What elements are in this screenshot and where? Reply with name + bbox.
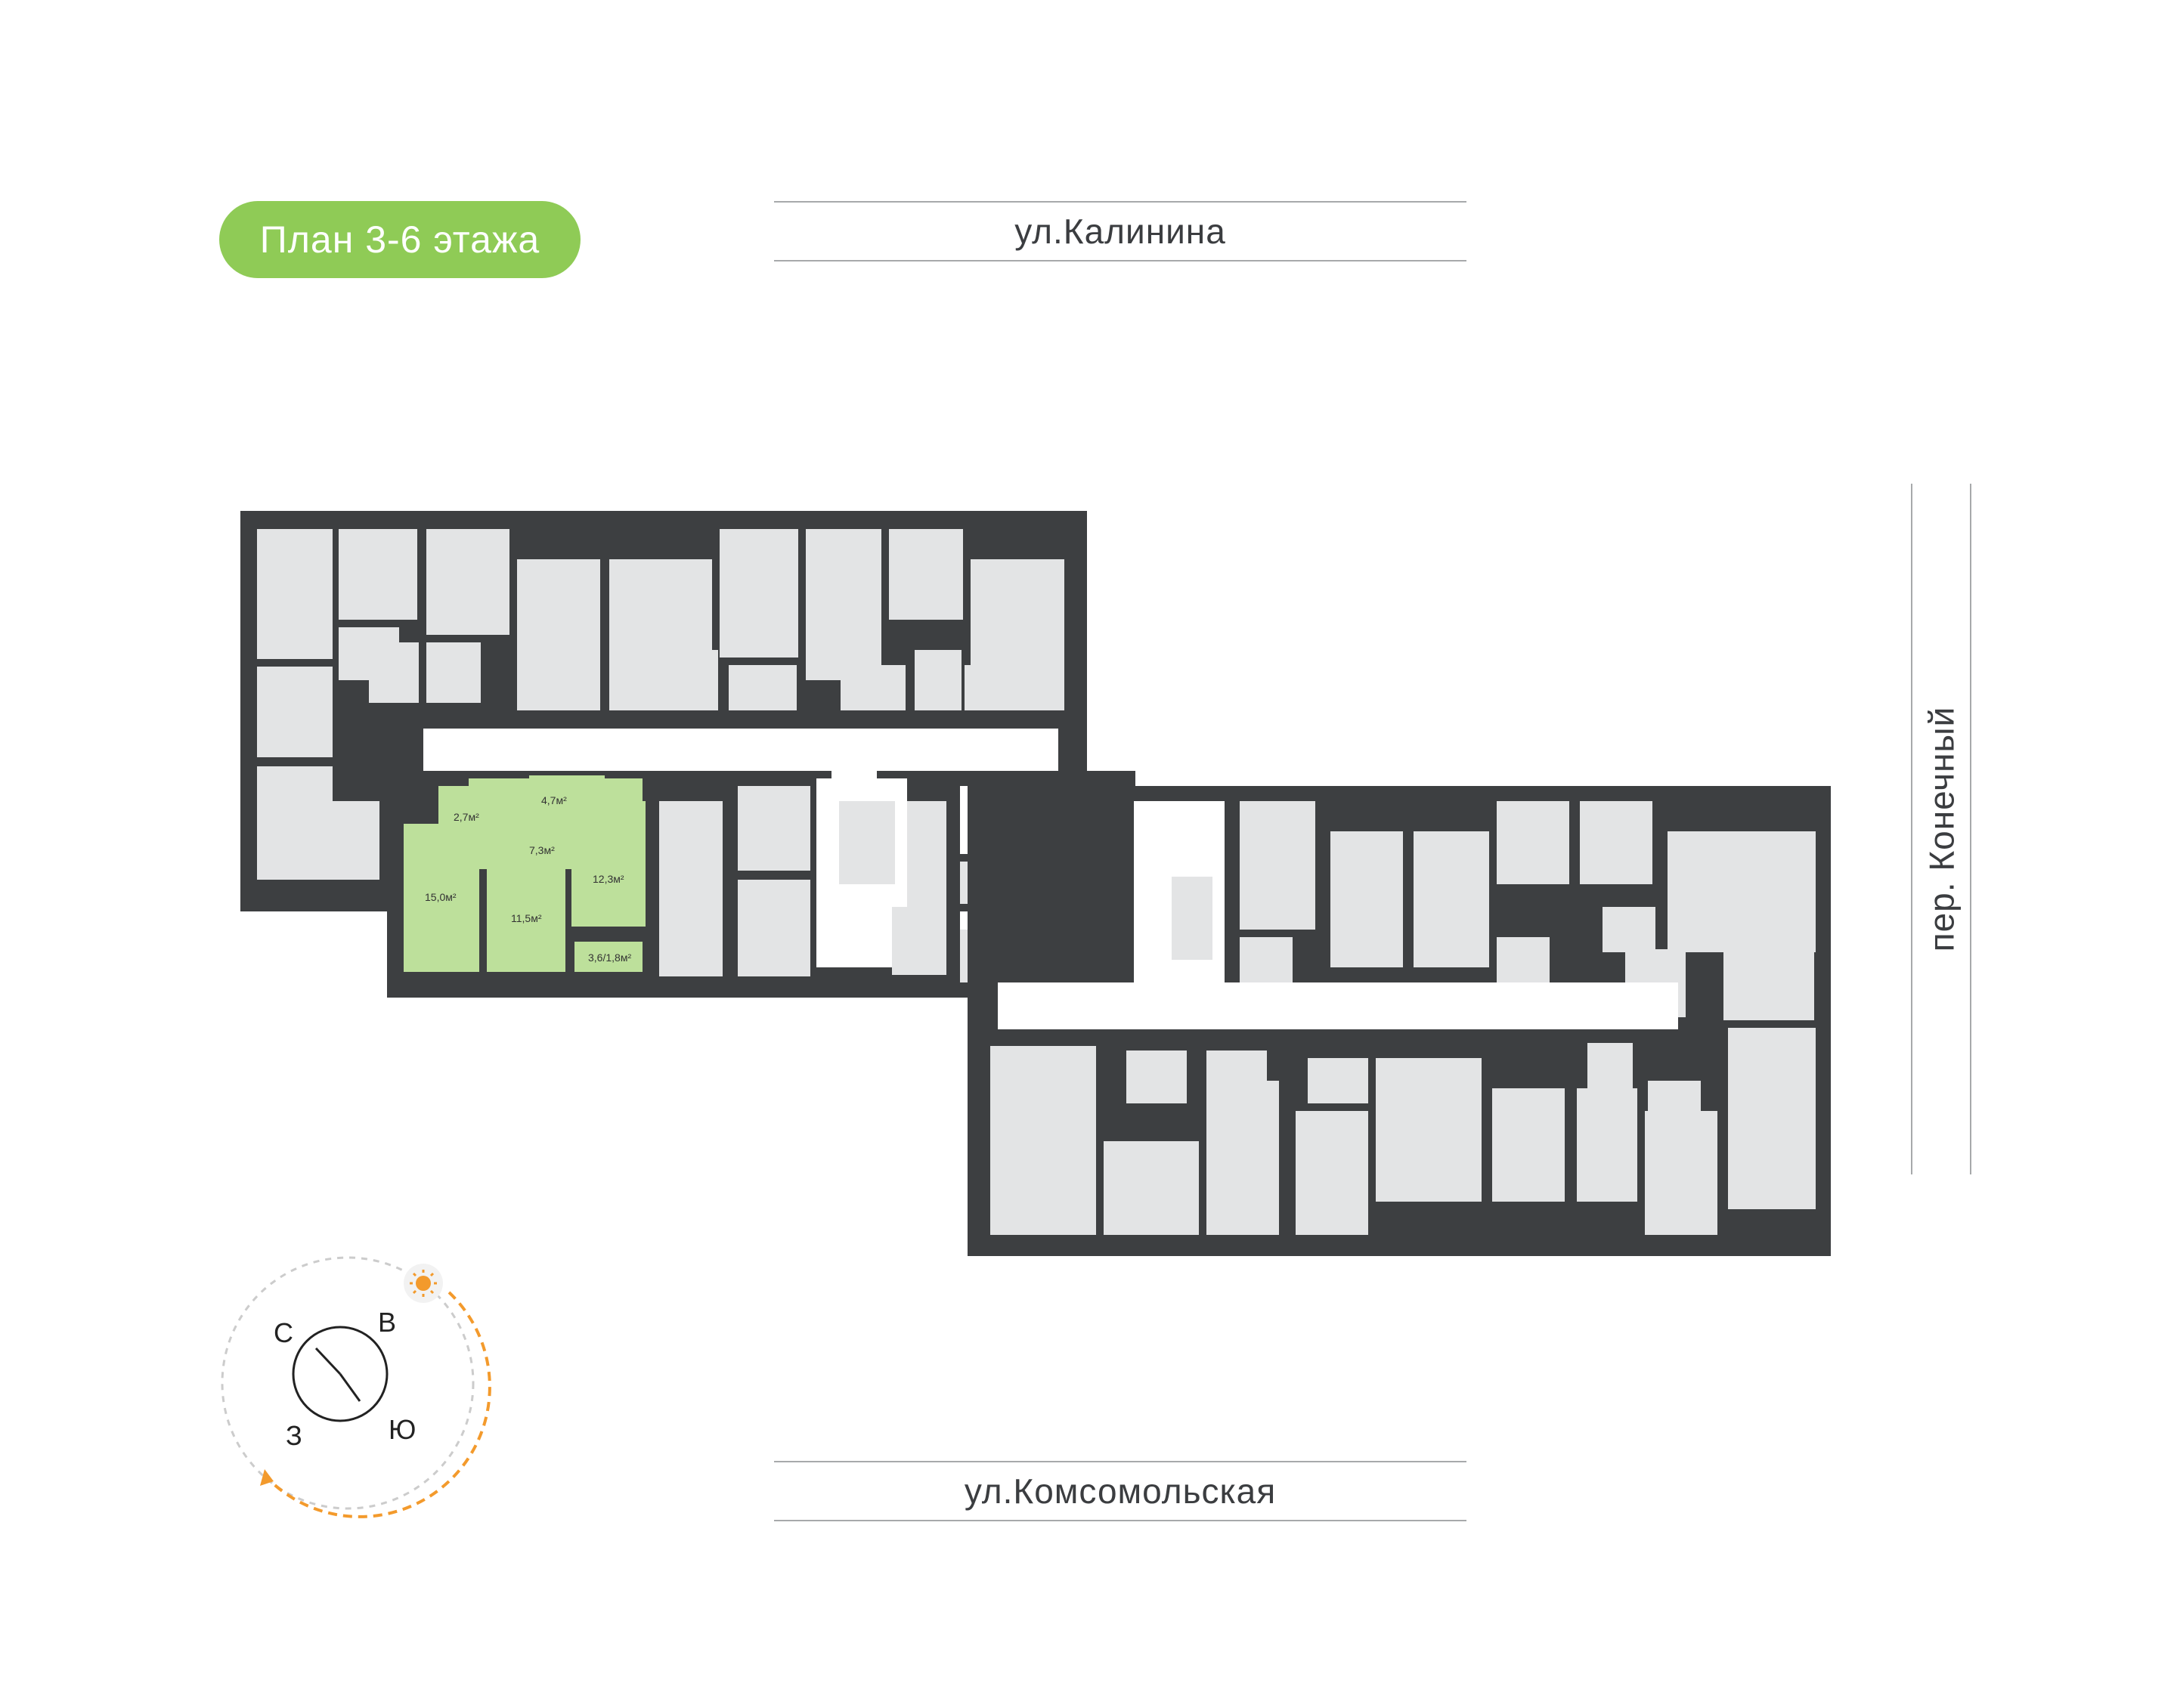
hall-area: 7,3м² [529, 844, 555, 856]
compass-needle-icon [314, 1347, 342, 1375]
bath-1[interactable] [438, 786, 488, 827]
balcony-area: 3,6/1,8м² [588, 951, 631, 964]
highlighted-apartment[interactable]: 15,0м² 11,5м² 12,3м² 7,3м² 2,7м² 4,7м² 3… [404, 775, 646, 972]
bath-2[interactable] [529, 775, 605, 812]
compass-east: В [378, 1307, 396, 1338]
balcony[interactable] [574, 942, 643, 972]
street-south: ул.Комсомольская [774, 1461, 1466, 1521]
street-south-label: ул.Комсомольская [964, 1471, 1277, 1511]
stair-core [824, 778, 907, 907]
left-top-rooms [257, 529, 1064, 710]
room-11[interactable] [487, 869, 565, 972]
right-stair-core [1157, 854, 1225, 982]
room-15[interactable] [404, 824, 479, 972]
right-bottom-rooms [990, 1028, 1816, 1235]
compass-north: С [274, 1317, 293, 1348]
bath-2-area: 4,7м² [541, 794, 567, 806]
room-15-area: 15,0м² [425, 891, 457, 903]
street-east: пер. Конечный [1911, 484, 1971, 1174]
compass-path-circle [221, 1256, 475, 1510]
left-corridor [423, 729, 1058, 771]
compass-west: З [286, 1420, 302, 1451]
compass: С В Ю З [221, 1256, 491, 1518]
right-wing [968, 786, 1831, 1256]
left-side-rooms [257, 667, 379, 880]
street-north: ул.Калинина [774, 201, 1466, 261]
sun-icon [404, 1264, 443, 1303]
room-11-area: 11,5м² [511, 912, 542, 924]
compass-south: Ю [389, 1414, 416, 1445]
street-north-label: ул.Калинина [1014, 212, 1226, 251]
sun-arc-arrow-icon [260, 1469, 274, 1486]
room-12-area: 12,3м² [593, 873, 624, 885]
bath-1-area: 2,7м² [454, 811, 479, 823]
right-corridor [998, 982, 1678, 1029]
floor-plan-badge[interactable]: План 3-6 этажа [219, 201, 581, 278]
sun-arc [269, 1291, 491, 1518]
right-top-rooms [1157, 801, 1816, 1020]
